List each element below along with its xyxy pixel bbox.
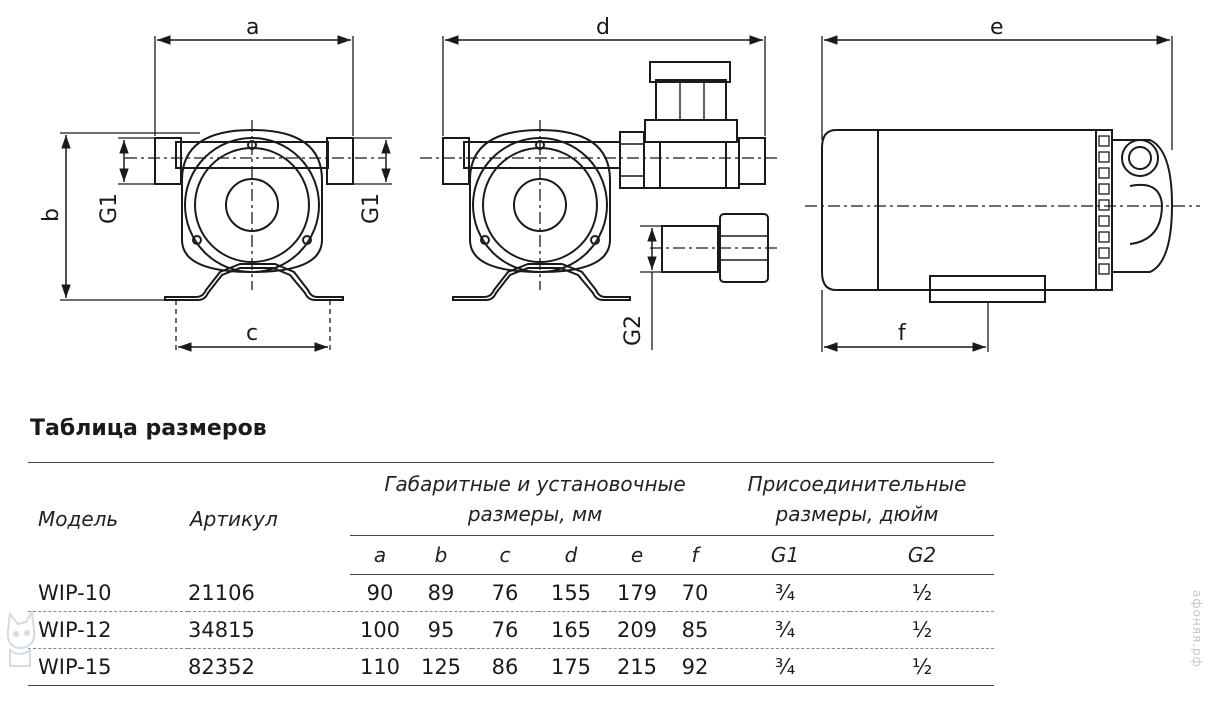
- cell-c: 76: [472, 574, 538, 612]
- cell-a: 100: [350, 611, 410, 649]
- table-row: WIP-15 82352 110 125 86 175 215 92 ¾ ½: [28, 648, 994, 686]
- cell-g1: ¾: [720, 574, 850, 612]
- cell-d: 155: [538, 574, 604, 612]
- label-b: b: [39, 208, 64, 222]
- label-d: d: [596, 15, 610, 40]
- header-col-a: a: [350, 535, 410, 575]
- front-view-motor-drawing: [420, 35, 780, 350]
- table-row: WIP-12 34815 100 95 76 165 209 85 ¾ ½: [28, 611, 994, 649]
- pump-dimension-drawings: a b G1 G1 c: [39, 15, 1200, 352]
- cell-f: 70: [670, 574, 720, 612]
- cell-f: 92: [670, 648, 720, 686]
- header-col-c: c: [472, 535, 538, 575]
- header-model: Модель: [28, 462, 188, 575]
- cell-a: 110: [350, 648, 410, 686]
- header-col-g1: G1: [720, 535, 850, 575]
- cell-g1: ¾: [720, 611, 850, 649]
- label-f: f: [898, 321, 907, 346]
- watermark-text: афоняя.рф: [1190, 590, 1204, 668]
- cell-g2: ½: [850, 648, 994, 686]
- cell-model: WIP-15: [28, 648, 188, 686]
- cell-article: 82352: [188, 648, 350, 686]
- cell-model: WIP-10: [28, 574, 188, 612]
- header-overall-group: Габаритные и установочные размеры, мм: [350, 462, 720, 536]
- front-view-drawing: [60, 35, 392, 352]
- cell-model: WIP-12: [28, 611, 188, 649]
- label-g1-right: G1: [359, 193, 384, 224]
- cell-b: 125: [410, 648, 472, 686]
- cell-b: 95: [410, 611, 472, 649]
- cat-mascot-icon: [6, 608, 36, 667]
- header-col-d: d: [538, 535, 604, 575]
- cell-d: 165: [538, 611, 604, 649]
- header-col-f: f: [670, 535, 720, 575]
- header-col-b: b: [410, 535, 472, 575]
- cell-g2: ½: [850, 574, 994, 612]
- cell-c: 76: [472, 611, 538, 649]
- dimensions-table: Модель Артикул Габаритные и установочные…: [28, 462, 994, 686]
- cell-g2: ½: [850, 611, 994, 649]
- label-g1-left: G1: [97, 193, 122, 224]
- table-header-row: Модель Артикул Габаритные и установочные…: [28, 462, 994, 575]
- cell-a: 90: [350, 574, 410, 612]
- header-connection-group: Присоединительные размеры, дюйм: [720, 462, 994, 536]
- header-col-g2: G2: [850, 535, 994, 575]
- header-col-e: e: [604, 535, 670, 575]
- cell-e: 179: [604, 574, 670, 612]
- side-view-drawing: [805, 35, 1200, 352]
- table-title: Таблица размеров: [30, 416, 267, 441]
- cell-article: 21106: [188, 574, 350, 612]
- cell-g1: ¾: [720, 648, 850, 686]
- cell-e: 215: [604, 648, 670, 686]
- cell-f: 85: [670, 611, 720, 649]
- cell-c: 86: [472, 648, 538, 686]
- cell-b: 89: [410, 574, 472, 612]
- table-subheader-row: a b c d e f G1 G2: [28, 535, 994, 575]
- cell-e: 209: [604, 611, 670, 649]
- cell-d: 175: [538, 648, 604, 686]
- label-e: e: [990, 15, 1004, 40]
- label-g2: G2: [621, 315, 646, 346]
- label-a: a: [246, 15, 259, 40]
- label-c: c: [246, 321, 258, 346]
- header-article: Артикул: [188, 462, 350, 575]
- table-row: WIP-10 21106 90 89 76 155 179 70 ¾ ½: [28, 574, 994, 612]
- cell-article: 34815: [188, 611, 350, 649]
